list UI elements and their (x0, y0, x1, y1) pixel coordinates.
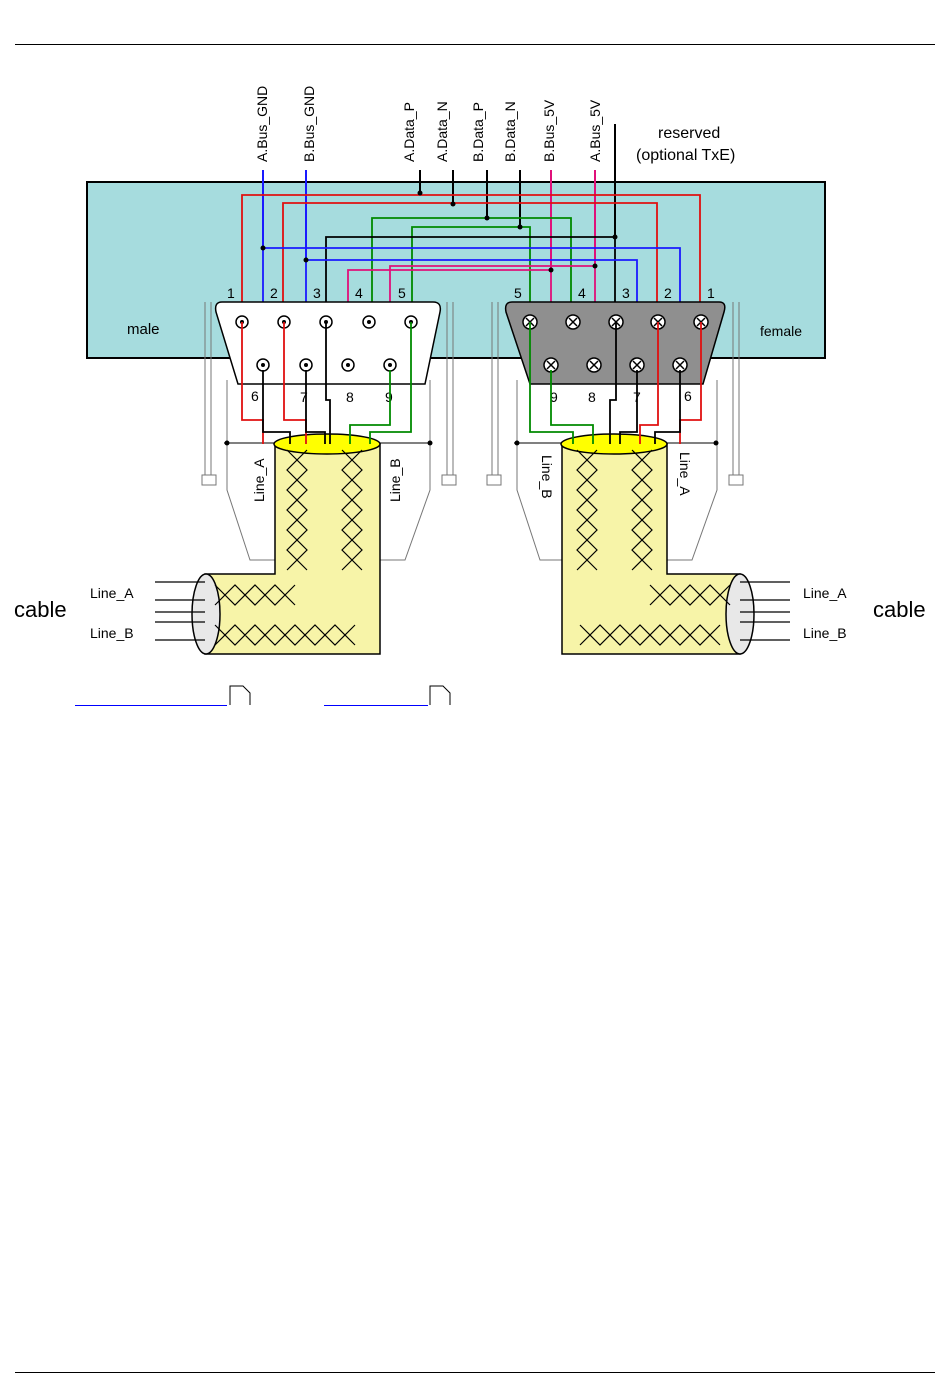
svg-text:1: 1 (707, 285, 715, 301)
male-line-b-label: Line_B (387, 458, 403, 502)
right-line-b-label: Line_B (803, 625, 847, 641)
right-line-a-label: Line_A (803, 585, 847, 601)
svg-text:2: 2 (270, 285, 278, 301)
svg-text:8: 8 (588, 389, 596, 405)
left-line-a-label: Line_A (90, 585, 134, 601)
svg-text:4: 4 (578, 285, 586, 301)
label-b-bus-gnd: B.Bus_GND (301, 86, 317, 162)
male-label: male (127, 321, 160, 338)
svg-text:4: 4 (355, 285, 363, 301)
corner-mark-2 (429, 685, 451, 705)
female-line-b-label: Line_B (539, 455, 555, 499)
right-cable-label: cable (873, 597, 926, 622)
male-line-a-label: Line_A (251, 458, 267, 502)
svg-text:2: 2 (664, 285, 672, 301)
bottom-rule (15, 1372, 935, 1373)
svg-text:9: 9 (385, 389, 393, 405)
female-line-a-label: Line_A (677, 452, 693, 496)
label-a-data-n: A.Data_N (434, 101, 450, 162)
link-placeholder-2[interactable] (324, 705, 428, 706)
male-connector (216, 302, 441, 384)
label-b-bus-5v: B.Bus_5V (541, 99, 557, 162)
svg-text:3: 3 (313, 285, 321, 301)
label-reserved: reserved (658, 125, 720, 142)
label-a-bus-gnd: A.Bus_GND (254, 86, 270, 162)
corner-mark-1 (229, 685, 251, 705)
label-optional-txe: (optional TxE) (636, 147, 735, 164)
pinout-diagram: A.Bus_GND B.Bus_GND A.Data_P A.Data_N B.… (0, 0, 950, 720)
svg-text:1: 1 (227, 285, 235, 301)
label-a-bus-5v: A.Bus_5V (587, 99, 603, 162)
left-line-b-label: Line_B (90, 625, 134, 641)
label-b-data-n: B.Data_N (502, 101, 518, 162)
svg-text:6: 6 (684, 388, 692, 404)
svg-text:8: 8 (346, 389, 354, 405)
label-a-data-p: A.Data_P (401, 102, 417, 162)
left-cable-label: cable (14, 597, 67, 622)
svg-text:3: 3 (622, 285, 630, 301)
label-b-data-p: B.Data_P (470, 102, 486, 162)
svg-text:5: 5 (398, 285, 406, 301)
svg-text:5: 5 (514, 285, 522, 301)
svg-text:6: 6 (251, 388, 259, 404)
link-placeholder-1[interactable] (75, 705, 227, 706)
